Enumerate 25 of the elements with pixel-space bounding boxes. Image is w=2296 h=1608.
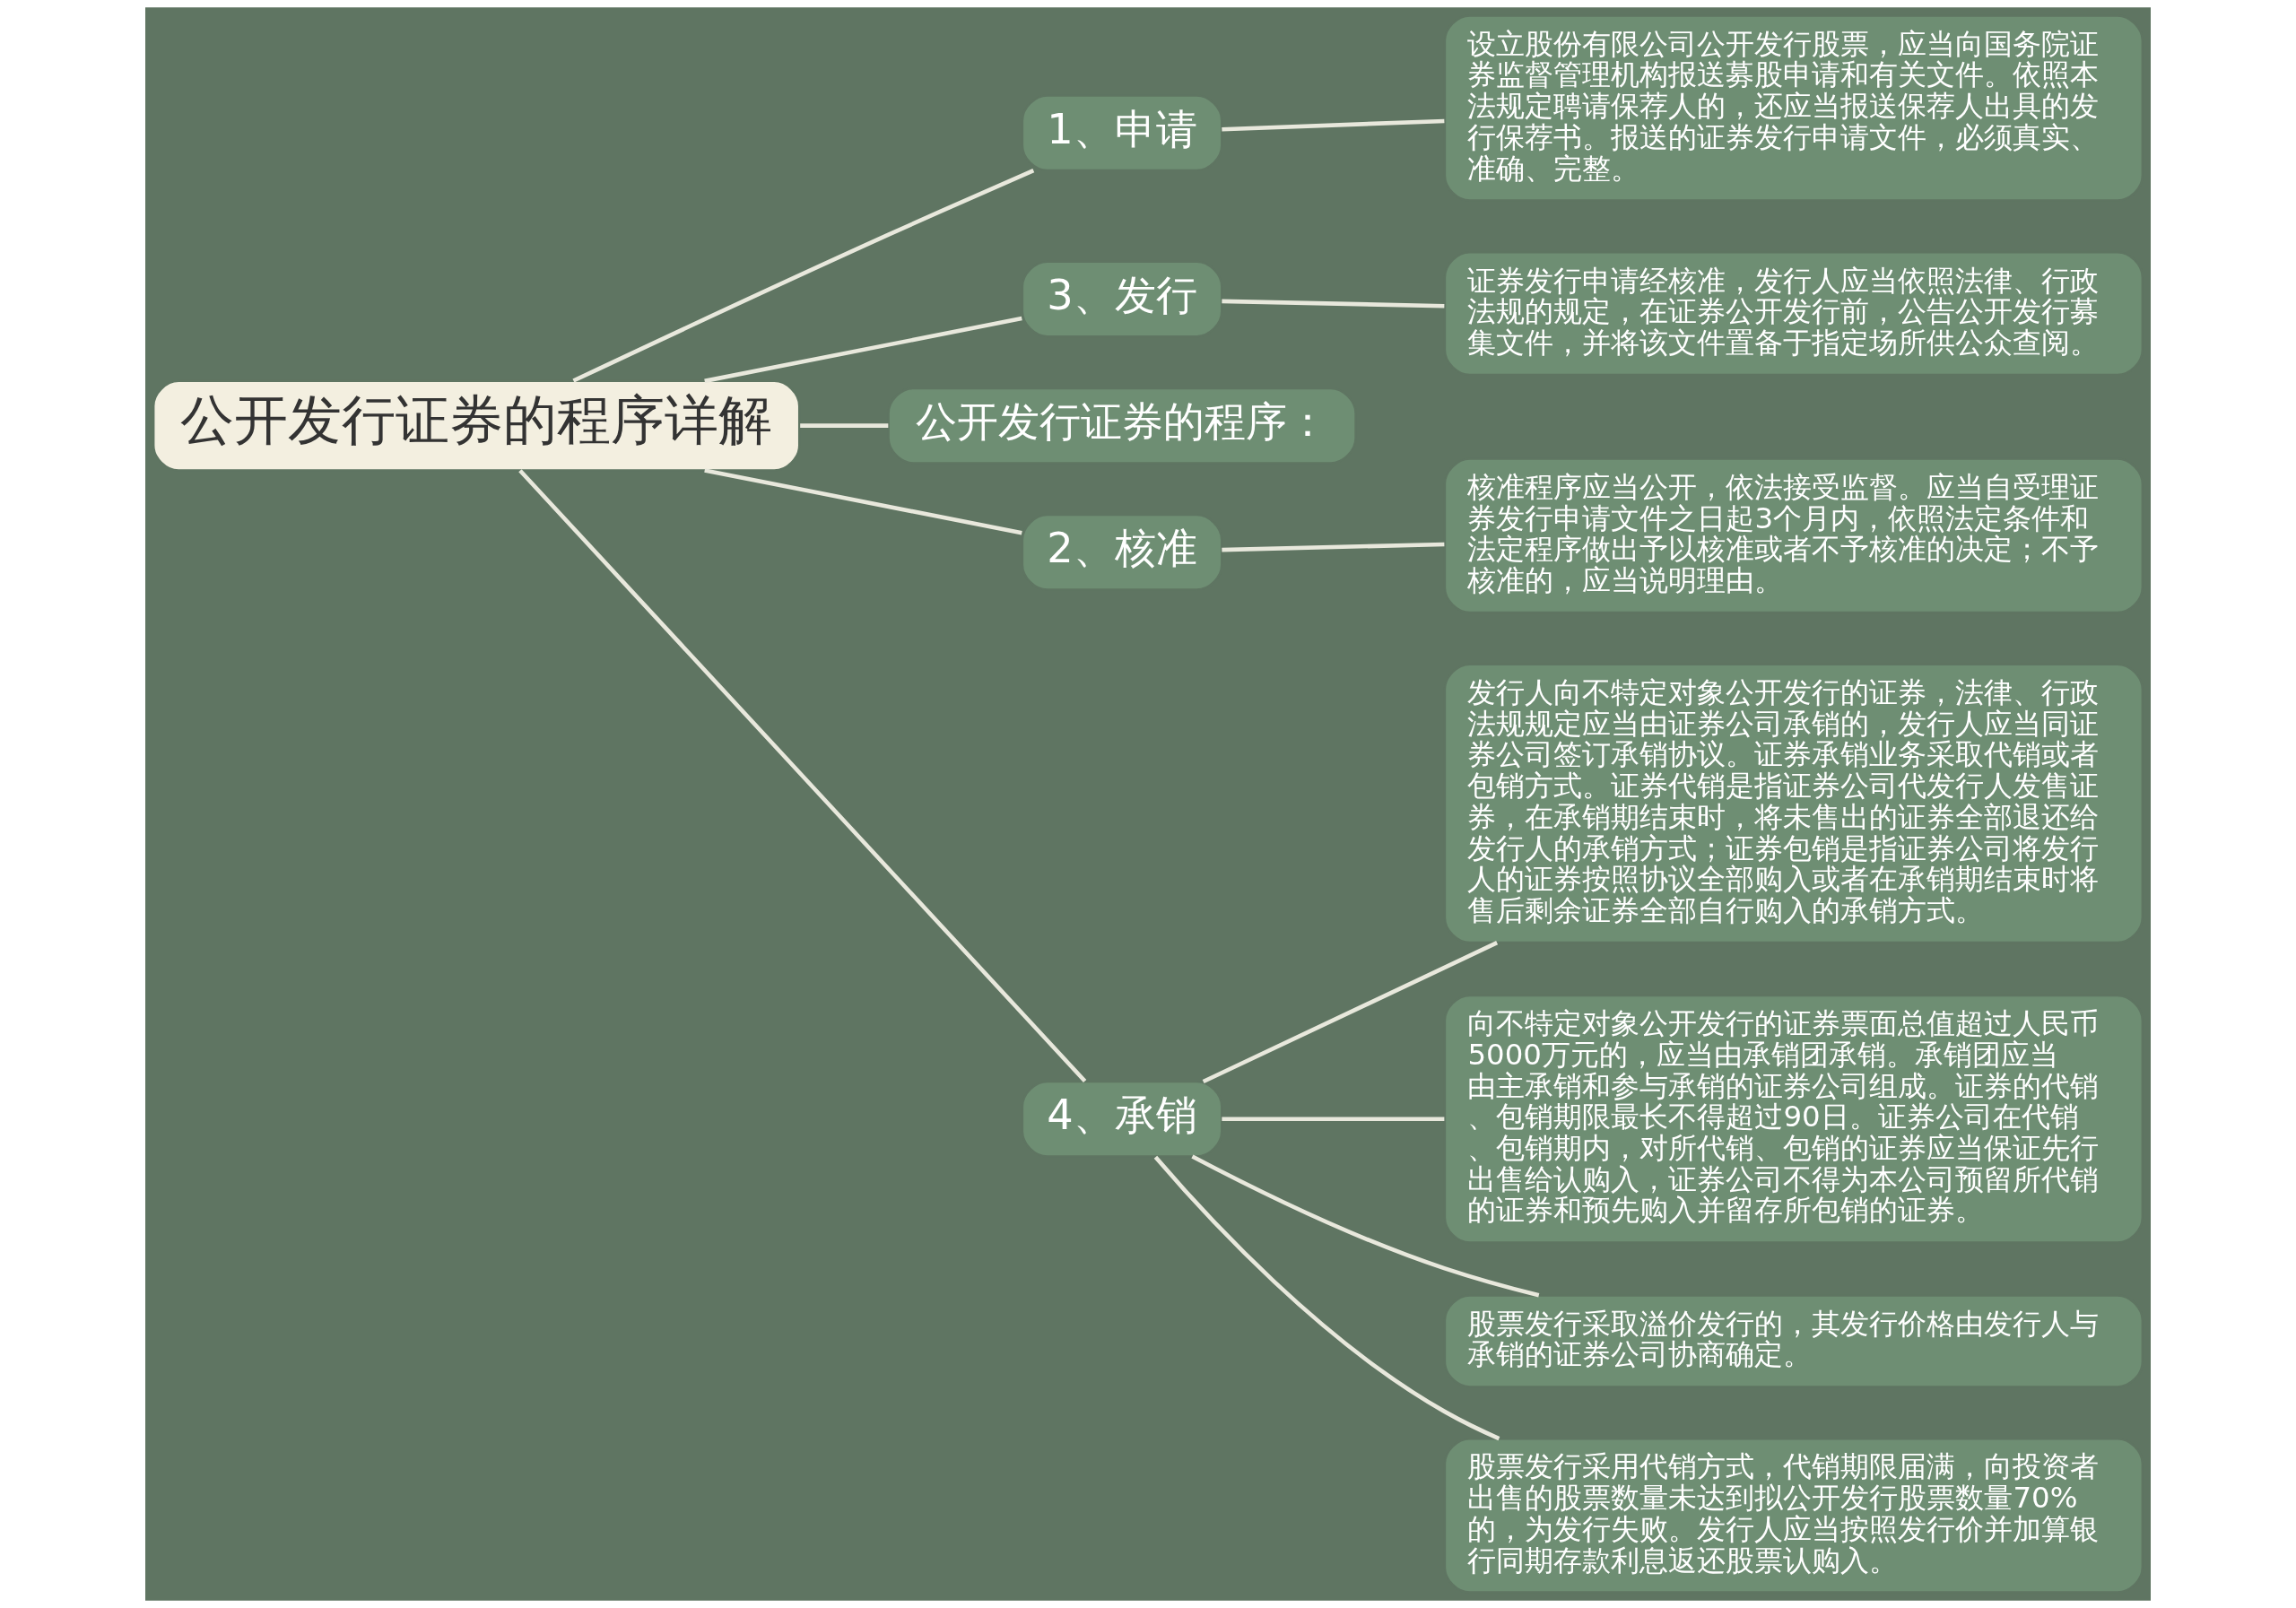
node-box: 4、承销: [1021, 1080, 1223, 1158]
node-box: 1、申请: [1021, 94, 1223, 172]
node-box: 2、核准: [1021, 514, 1223, 591]
connector: [704, 468, 1022, 535]
connector: [518, 469, 1087, 1083]
connector: [704, 316, 1022, 384]
connector: [1222, 118, 1445, 132]
connector: [1153, 1155, 1500, 1441]
node-box: 股票发行采用代销方式，代销期限届满，向投资者出售的股票数量未达到拟公开发行股票数量70%的，为发行失败。发行人应当按照发行价并加算银行同期存款利息返还股票认购入。: [1443, 1438, 2144, 1594]
connector: [1202, 941, 1499, 1084]
connector: [1191, 1154, 1540, 1298]
connector: [1222, 299, 1445, 309]
connector: [1222, 1117, 1445, 1122]
node-box: 证券发行申请经核准，发行人应当依照法律、行政法规的规定，在证券公开发行前，公告公开发行募集文件，并将该文件置备于指定场所供公众查阅。: [1443, 251, 2144, 377]
node-box: 设立股份有限公司公开发行股票，应当向国务院证券监督管理机构报送募股申请和有关文件。依照本法规定聘请保荐人的，还应当报送保荐人出具的发行保荐书。报送的证券发行申请文件，必须真实、准确、完整。: [1443, 14, 2144, 202]
node-box: 公开发行证券的程序详解: [152, 379, 801, 472]
node-box: 向不特定对象公开发行的证券票面总值超过人民币5000万元的，应当由承销团承销。承销团应当由主承销和参与承销的证券公司组成。证券的代销、包销期限最长不得超过90日。证券公司在代销、包销期内，对所代销、包销的证券应当保证先行出售给认购入，证券公司不得为本公司预留所代销的证券和预先购入并留存所包销的证券。: [1443, 994, 2144, 1244]
node-box: 股票发行采取溢价发行的，其发行价格由发行人与承销的证券公司协商确定。: [1443, 1294, 2144, 1388]
connector: [572, 168, 1035, 383]
connector: [800, 423, 889, 428]
node-box: 发行人向不特定对象公开发行的证券，法律、行政法规规定应当由证券公司承销的，发行人应当同证券公司签订承销协议。证券承销业务采取代销或者包销方式。证券代销是指证券公司代发行人发售证券，在承销期结束时，将未售出的证券全部退还给发行人的承销方式；证券包销是指证券公司将发行人的证券按照协议全部购入或者在承销期结束时将售后剩余证券全部自行购入的承销方式。: [1443, 663, 2144, 944]
node-box: 核准程序应当公开，依法接受监督。应当自受理证券发行申请文件之日起3个月内，依照法定条件和法定程序做出予以核准或者不予核准的决定；不予核准的，应当说明理由。: [1443, 457, 2144, 614]
node-box: 公开发行证券的程序：: [887, 387, 1357, 465]
connector: [1222, 542, 1445, 552]
node-box: 3、发行: [1021, 260, 1223, 338]
